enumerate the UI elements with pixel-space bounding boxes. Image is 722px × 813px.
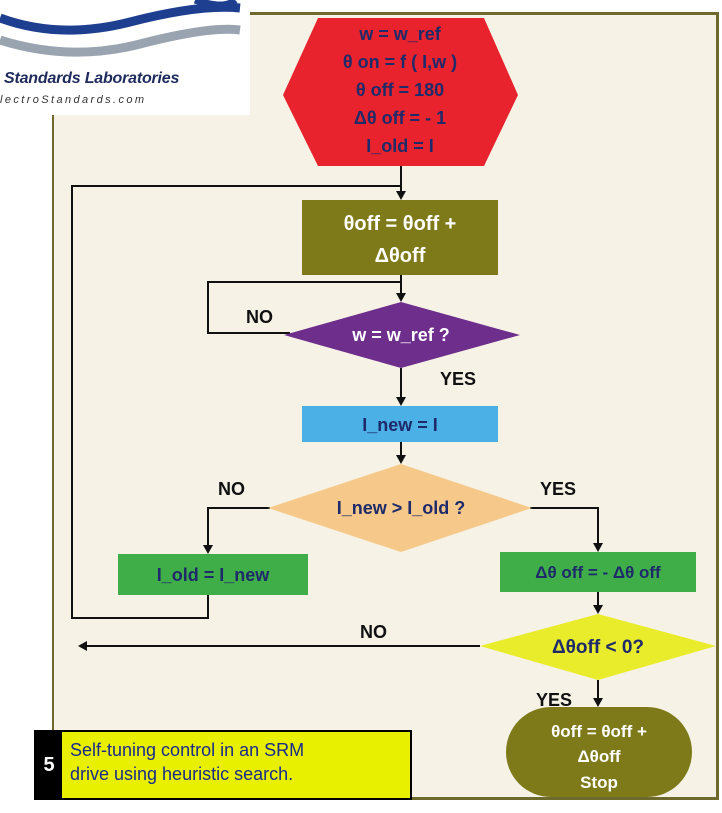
update-line-2: Δθoff bbox=[375, 245, 426, 267]
label-yes-2: YES bbox=[540, 479, 576, 499]
check-speed-text: w = w_ref ? bbox=[351, 325, 450, 345]
caption-line-1: Self-tuning control in an SRM bbox=[70, 740, 305, 760]
stop-node bbox=[506, 707, 692, 797]
update-node bbox=[302, 200, 498, 275]
init-line-4: Δθ off = - 1 bbox=[354, 108, 446, 128]
store-text: I_old = I_new bbox=[157, 565, 271, 585]
measure-text: I_new = I bbox=[362, 415, 438, 435]
caption-text: Self-tuning control in an SRM drive usin… bbox=[62, 732, 410, 798]
stop-line-2: Δθoff bbox=[577, 747, 620, 766]
label-no-1: NO bbox=[246, 307, 273, 327]
reverse-node bbox=[500, 552, 696, 592]
figure-caption: 5 Self-tuning control in an SRM drive us… bbox=[34, 730, 412, 800]
logo-url: lectroStandards.com bbox=[0, 94, 147, 106]
init-line-1: w = w_ref bbox=[358, 24, 442, 44]
caption-number: 5 bbox=[36, 732, 62, 798]
branch-labels: NO YES NO YES NO YES bbox=[218, 307, 576, 710]
label-yes-1: YES bbox=[440, 369, 476, 389]
measure-node bbox=[302, 406, 498, 442]
compare-text: I_new > I_old ? bbox=[337, 498, 466, 518]
stop-line-3: Stop bbox=[580, 773, 618, 792]
update-line-1: θoff = θoff + bbox=[344, 213, 457, 235]
compare-node bbox=[268, 464, 532, 552]
init-line-3: θ off = 180 bbox=[356, 80, 444, 100]
init-node bbox=[283, 18, 518, 166]
caption-line-2: drive using heuristic search. bbox=[70, 764, 294, 784]
check-sign-node bbox=[480, 614, 716, 680]
reverse-text: Δθ off = - Δθ off bbox=[535, 563, 661, 582]
logo: Standards Laboratories lectroStandards.c… bbox=[0, 0, 250, 115]
init-line-5: I_old = I bbox=[366, 136, 434, 156]
init-text: w = w_ref θ on = f ( I,w ) θ off = 180 Δ… bbox=[343, 24, 457, 156]
stop-line-1: θoff = θoff + bbox=[551, 722, 647, 741]
update-text: θoff = θoff + Δθoff bbox=[344, 213, 457, 267]
check-sign-text: Δθoff < 0? bbox=[552, 637, 644, 658]
label-yes-3: YES bbox=[536, 690, 572, 710]
check-speed-node bbox=[284, 302, 520, 368]
stop-text: θoff = θoff + Δθoff Stop bbox=[551, 722, 647, 792]
store-node bbox=[118, 554, 308, 595]
connectors bbox=[71, 166, 603, 707]
label-no-3: NO bbox=[360, 622, 387, 642]
init-line-2: θ on = f ( I,w ) bbox=[343, 52, 457, 72]
label-no-2: NO bbox=[218, 479, 245, 499]
logo-waves-icon bbox=[0, 0, 241, 57]
logo-name: Standards Laboratories bbox=[4, 70, 180, 87]
